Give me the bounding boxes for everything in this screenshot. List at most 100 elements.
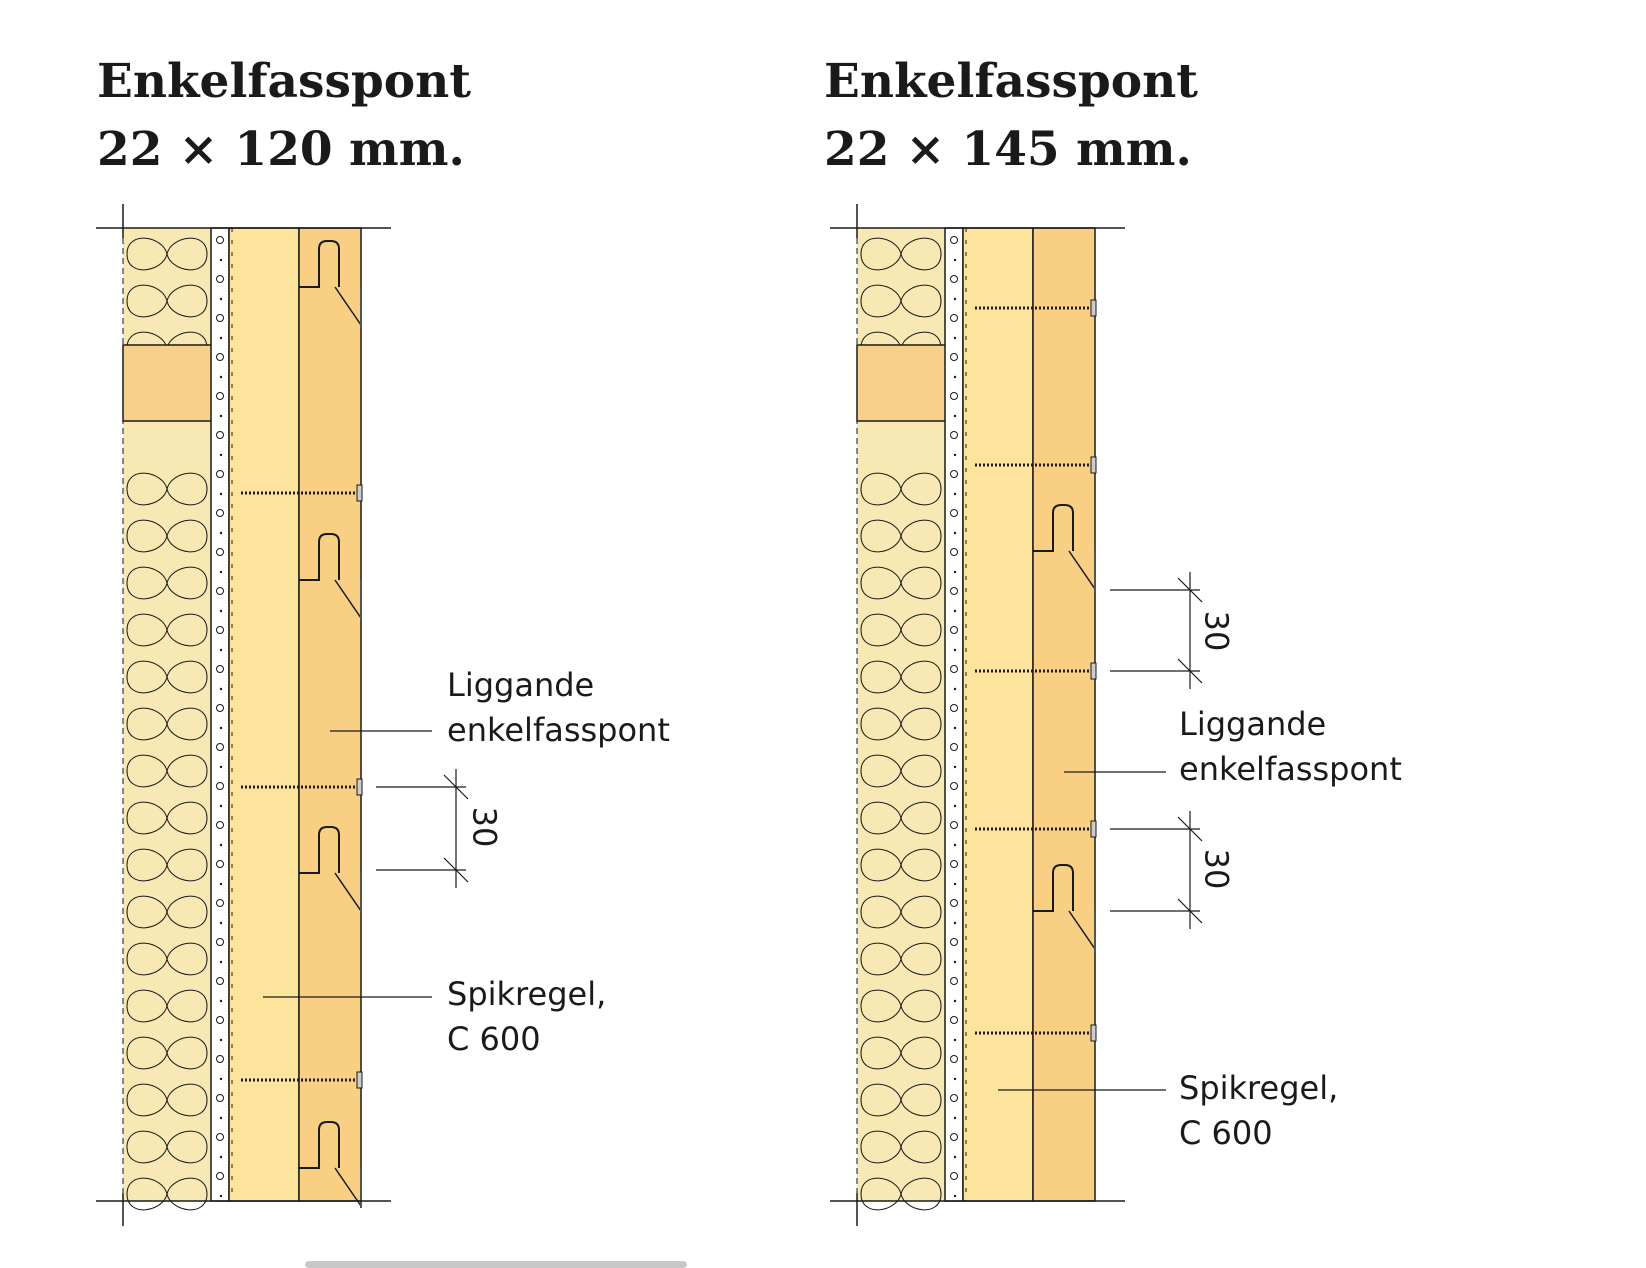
tongue-groove-joint <box>299 1121 340 1169</box>
barrier-dot <box>950 236 958 244</box>
right-panel-label-line2: enkelfasspont <box>1179 750 1402 788</box>
insulation-loop <box>860 801 942 835</box>
board-recess <box>360 1168 374 1208</box>
barrier-dot <box>219 921 223 925</box>
left-title: Enkelfasspont 22 × 120 mm. <box>97 48 471 184</box>
barrier-dot <box>950 782 958 790</box>
right-panel-label-line1: Liggande <box>1179 705 1327 743</box>
barrier-dot <box>953 1155 957 1159</box>
barrier-dot <box>953 609 957 613</box>
barrier-dot <box>953 531 957 535</box>
barrier-dot <box>219 1194 223 1198</box>
insulation-loop <box>126 895 208 929</box>
insulation-loop <box>860 1083 942 1117</box>
board-bevel <box>334 1167 362 1207</box>
insulation-loop <box>126 1036 208 1070</box>
wind-barrier-dots <box>216 236 224 1198</box>
right-wall-section <box>830 204 1203 1226</box>
stud-block <box>856 344 947 422</box>
screw-head <box>356 484 363 502</box>
insulation-loop <box>126 613 208 647</box>
insulation-loop <box>860 989 942 1023</box>
barrier-dot <box>216 392 224 400</box>
insulation-loop <box>860 1130 942 1164</box>
barrier-dot <box>216 743 224 751</box>
right-upper-dimension-label: 30 <box>1197 610 1236 652</box>
screw-head <box>356 778 363 796</box>
barrier-dot <box>216 509 224 517</box>
barrier-dot <box>216 665 224 673</box>
right-batten-label: Spikregel, C 600 <box>1179 1066 1338 1156</box>
barrier-dot <box>953 999 957 1003</box>
insulation-loop <box>126 942 208 976</box>
barrier-dot <box>950 626 958 634</box>
barrier-dot <box>216 1133 224 1141</box>
barrier-dot <box>216 782 224 790</box>
left-panel-label: Liggande enkelfasspont <box>447 663 670 753</box>
right-batten-label-line1: Spikregel, <box>1179 1069 1339 1107</box>
barrier-dot <box>950 353 958 361</box>
screw-head <box>356 1071 363 1089</box>
dimension-tick <box>443 857 469 883</box>
insulation-loop <box>860 472 942 506</box>
screw-head <box>1090 299 1097 317</box>
board-recess <box>360 287 374 327</box>
barrier-dot <box>950 1094 958 1102</box>
barrier-dot <box>219 960 223 964</box>
barrier-dot <box>219 999 223 1003</box>
barrier-dot <box>953 1194 957 1198</box>
barrier-dot <box>216 899 224 907</box>
barrier-dot <box>216 1016 224 1024</box>
insulation-loop <box>860 707 942 741</box>
barrier-dot <box>216 275 224 283</box>
insulation-loop <box>860 566 942 600</box>
screw-head <box>1090 1024 1097 1042</box>
right-title-name: Enkelfasspont <box>824 54 1199 109</box>
board-bevel <box>334 579 362 619</box>
barrier-dot <box>950 1133 958 1141</box>
left-batten-label-line1: Spikregel, <box>447 975 607 1013</box>
insulation-loop <box>860 1177 942 1211</box>
barrier-dot <box>950 1055 958 1063</box>
horizontal-scrollbar[interactable] <box>305 1261 687 1268</box>
barrier-dot <box>216 431 224 439</box>
barrier-dot <box>950 977 958 985</box>
right-lower-dimension-label: 30 <box>1197 848 1236 890</box>
insulation-loop <box>860 1036 942 1070</box>
barrier-dot <box>219 258 223 262</box>
barrier-dot <box>950 1172 958 1180</box>
barrier-dot <box>953 921 957 925</box>
barrier-dot <box>953 843 957 847</box>
board-bevel <box>334 286 362 326</box>
insulation-loop <box>126 1130 208 1164</box>
barrier-dot <box>953 726 957 730</box>
left-title-name: Enkelfasspont <box>97 54 472 109</box>
insulation-loop <box>126 284 208 318</box>
dimension-tick <box>443 774 469 800</box>
barrier-dot <box>950 899 958 907</box>
insulation-loop <box>126 754 208 788</box>
insulation-loop <box>126 519 208 553</box>
barrier-dot <box>950 392 958 400</box>
barrier-dot <box>219 492 223 496</box>
barrier-dot <box>953 804 957 808</box>
screw-head <box>1090 820 1097 838</box>
left-batten-label: Spikregel, C 600 <box>447 972 606 1062</box>
barrier-dot <box>219 804 223 808</box>
barrier-dot <box>219 453 223 457</box>
barrier-dot <box>953 297 957 301</box>
screw-head <box>1090 456 1097 474</box>
tongue-groove-joint <box>1033 504 1074 552</box>
barrier-dot <box>219 882 223 886</box>
board-recess <box>1094 551 1108 591</box>
barrier-dot <box>950 704 958 712</box>
barrier-dot <box>953 258 957 262</box>
barrier-dot <box>219 726 223 730</box>
left-panel-label-line1: Liggande <box>447 666 595 704</box>
barrier-dot <box>953 570 957 574</box>
barrier-dot <box>953 648 957 652</box>
insulation-loop <box>126 472 208 506</box>
insulation-loop <box>860 895 942 929</box>
barrier-dot <box>216 977 224 985</box>
barrier-dot <box>219 687 223 691</box>
